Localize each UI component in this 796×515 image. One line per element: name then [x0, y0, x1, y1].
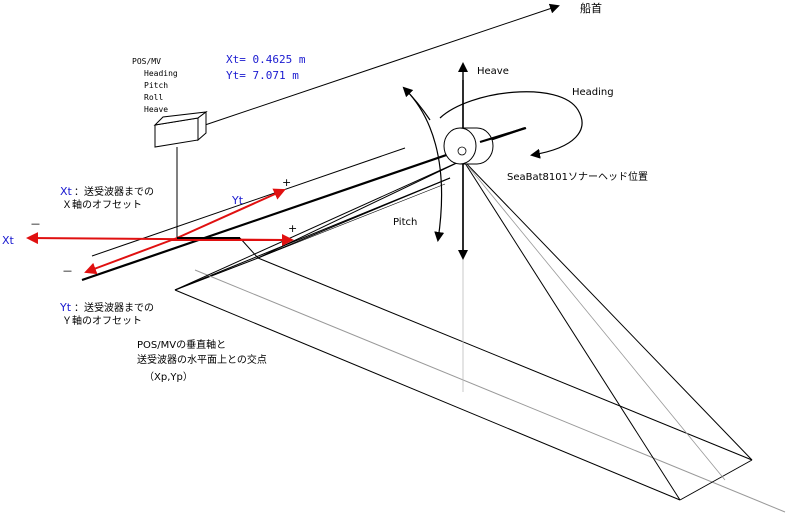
sonar-head: [443, 127, 494, 165]
minus-sign-bottom: －: [62, 265, 73, 278]
heading-label: Heading: [572, 87, 614, 98]
plane-line-2: [257, 177, 451, 259]
xt-desc-line1: ：送受波器までの: [74, 185, 154, 198]
bow-label: 船首: [580, 1, 602, 15]
posmv-item-pitch: Pitch: [144, 81, 168, 90]
yt-desc-line2: Ｙ軸のオフセット: [62, 314, 142, 327]
plus-sign-lower: +: [288, 222, 297, 235]
xt-axis-label: Xt: [2, 234, 15, 247]
heave-label: Heave: [477, 66, 509, 77]
xt-desc-key: Xt: [60, 185, 73, 198]
xt-desc-line2: Ｘ軸のオフセット: [62, 198, 142, 211]
intersect-note-line2: 送受波器の水平面上との交点: [137, 353, 267, 366]
posmv-item-heading: Heading: [144, 69, 178, 78]
posmv-item-roll: Roll: [144, 93, 163, 102]
yt-value: Yt= 7.071 m: [226, 69, 299, 82]
sonar-axis-line: [479, 126, 527, 144]
bow-direction-arrow: [204, 3, 560, 126]
plane-line-4: [239, 237, 259, 259]
plane-line-3: [174, 257, 259, 291]
yt-offset-arrow-down: [84, 237, 178, 275]
posmv-title: POS/MV: [132, 57, 161, 66]
minus-sign-left: －: [30, 218, 41, 231]
pitch-label: Pitch: [393, 217, 417, 228]
yt-desc-key: Yt: [59, 301, 72, 314]
plus-sign-upper: +: [282, 176, 291, 189]
yt-desc-line1: ：送受波器までの: [74, 301, 154, 314]
heading-rotation-arrow: [439, 91, 583, 159]
sonar-head-label: SeaBat8101ソナーヘッド位置: [507, 170, 648, 183]
xt-value: Xt= 0.4625 m: [226, 53, 306, 66]
posmv-box: [153, 111, 208, 148]
yt-offset-arrow-up: [176, 188, 286, 239]
sonar-swath-center: [462, 159, 726, 481]
intersect-note-line3: （Xp,Yp）: [144, 371, 193, 383]
pitch-rotation-arrow-top: [402, 86, 431, 121]
grey-diagonal-line: [194, 269, 786, 513]
intersect-note-line1: POS/MVの垂直軸と: [137, 338, 226, 351]
posmv-item-heave: Heave: [144, 105, 168, 114]
yt-axis-label: Yt: [231, 194, 244, 207]
